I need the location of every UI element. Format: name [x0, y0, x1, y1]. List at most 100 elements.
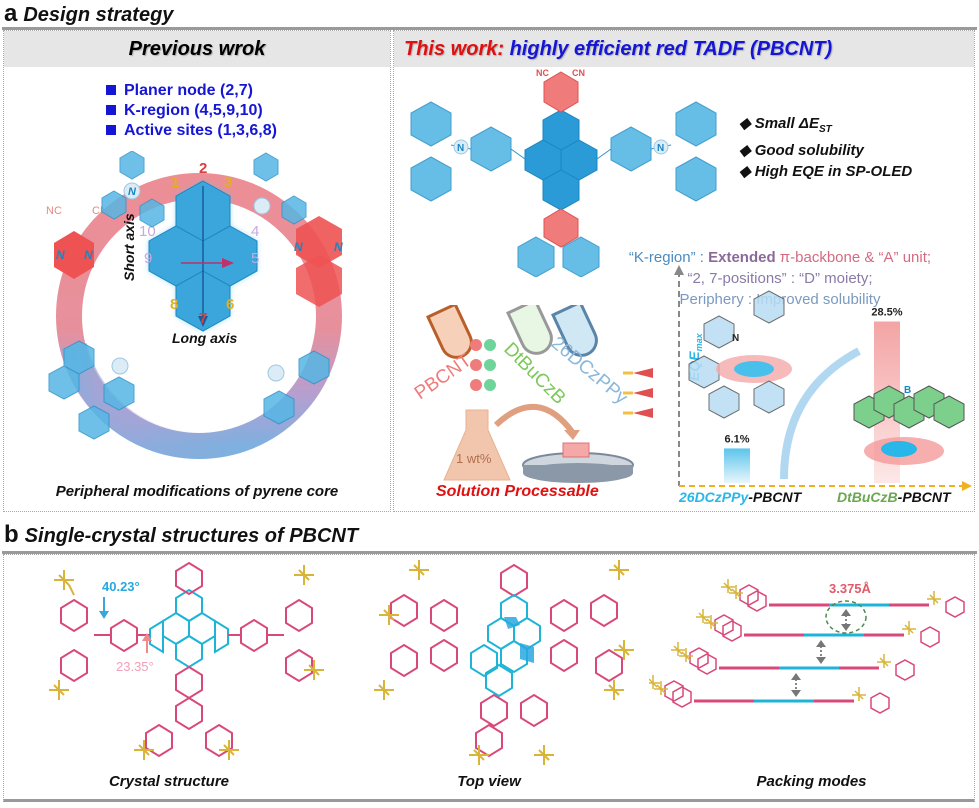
section-b-title-text: Single-crystal structures of PBCNT — [24, 525, 359, 547]
n-atom-label: N — [457, 143, 464, 154]
phenyl-ring — [562, 236, 600, 277]
phenyl-ring — [739, 584, 759, 606]
top-view-caption: Top view — [457, 773, 521, 790]
previous-work-panel: Previous wrok Planer node (2,7) K-region… — [3, 30, 391, 512]
tert-butyl-group — [877, 654, 891, 668]
list-item: Active sites (1,3,6,8) — [106, 121, 277, 141]
fused-pyrazine-group: N N — [294, 216, 343, 307]
position-5: 5 — [251, 250, 259, 267]
arrow-up-icon — [841, 609, 851, 616]
position-3: 3 — [224, 174, 232, 191]
design-line-emphasis: Extended — [708, 249, 776, 266]
host-name: 26DCzPPy — [679, 489, 749, 505]
feature-list: ◆ Small ΔEST ◆ Good solubility ◆ High EQ… — [739, 113, 912, 182]
improvement-arrow — [780, 347, 861, 480]
overlap-highlight — [520, 643, 534, 663]
test-tube-icon — [551, 305, 598, 357]
this-work-panel: This work: highly efficient red TADF (PB… — [393, 30, 975, 512]
feature-item: ◆ High EQE in SP-OLED — [739, 163, 913, 180]
arrow-down-icon — [99, 611, 109, 619]
previous-work-caption: Peripheral modifications of pyrene core — [55, 483, 339, 500]
top-view — [374, 560, 634, 765]
host-label-2: DtBuCzB-PBCNT — [837, 489, 951, 505]
host-suffix: -PBCNT — [748, 489, 802, 505]
backbone-bonds — [390, 563, 623, 758]
section-a-rule — [2, 27, 977, 30]
n-atom-label: N — [56, 248, 65, 262]
tert-butyl-group — [721, 579, 735, 593]
design-line: “2, 7-positions” : “D” moiety; — [687, 270, 873, 287]
arrow-down-icon — [816, 657, 826, 664]
spin-coater-icon — [522, 442, 634, 483]
tert-butyl-group — [704, 615, 718, 629]
n-atom-label: N — [128, 186, 137, 198]
n-atom-circle — [111, 357, 129, 375]
bullet-text: Planer node (2,7) — [124, 82, 253, 99]
n-atom-circle — [123, 182, 141, 200]
host-label-1: 26DCzPPy-PBCNT — [679, 489, 801, 505]
square-bullet-icon — [106, 85, 116, 95]
position-6: 6 — [226, 296, 234, 313]
tert-butyl-group — [649, 675, 660, 689]
section-a-title-text: Design strategy — [23, 4, 174, 26]
phenyl-ring — [870, 692, 890, 714]
tert-butyl-group — [654, 681, 668, 695]
packing-modes-caption: Packing modes — [756, 773, 867, 790]
n-atom-label: N — [84, 248, 93, 262]
b-atom-label: B — [904, 385, 911, 396]
pyrazine-ring — [543, 208, 579, 248]
section-b-letter: b — [4, 521, 19, 548]
position-8: 8 — [170, 296, 178, 313]
pyrene-core — [148, 180, 258, 332]
bullet-text: Active sites (1,3,6,8) — [124, 122, 277, 139]
tube-label-pbcnt: PBCNT — [411, 350, 476, 404]
section-b-rule — [2, 551, 977, 554]
dihedral-angle-1: 40.23° — [102, 579, 140, 594]
section-a-letter: a — [4, 0, 18, 27]
eqe-axis-subscript: max — [694, 332, 704, 351]
design-line-part: “K-region” : — [628, 249, 709, 266]
pi-stack-highlight — [825, 600, 867, 634]
pyrazine-ring — [543, 71, 579, 113]
phenyl-ring — [920, 626, 940, 648]
eqe-bar-label: 6.1% — [724, 433, 749, 445]
feature-text: High EQE in SP-OLED — [754, 163, 913, 180]
crystal-structure-view: 40.23° 23.35° — [49, 561, 324, 760]
n-atom-label: N — [294, 240, 303, 254]
pyrene-feature-list: Planer node (2,7) K-region (4,5,9,10) Ac… — [106, 81, 277, 141]
feature-item: ◆ Small ΔEST — [739, 115, 832, 135]
overlap-highlight — [504, 617, 520, 629]
phenyl-ring — [689, 647, 709, 669]
previous-work-heading-text: Previous wrok — [128, 37, 266, 60]
tert-butyl-group — [671, 642, 685, 656]
list-item: K-region (4,5,9,10) — [106, 101, 277, 121]
arrow-right-icon — [962, 481, 972, 491]
backbone-bonds — [60, 561, 313, 758]
this-work-heading: This work: highly efficient red TADF (PB… — [394, 31, 974, 67]
phenyl-ring — [714, 614, 734, 636]
arrow-down-icon — [841, 624, 851, 631]
solution-processing-graphic: PBCNT DtBuCzB 26DCzPPy 1 wt% — [411, 305, 653, 483]
test-tube-icon — [506, 305, 553, 355]
packing-modes-view: 3.375Å — [649, 579, 965, 714]
position-4: 4 — [251, 223, 259, 240]
arrow-up-icon — [816, 640, 826, 647]
ring-lower-gradient — [61, 342, 238, 459]
pi-stack-distance: 3.375Å — [829, 581, 872, 596]
nc-label: NC — [46, 205, 62, 217]
design-line-part: π-backbone & “A” unit; — [775, 249, 932, 266]
phenyl-ring — [722, 620, 742, 642]
phenyl-ring — [697, 653, 717, 675]
phenyl-ring — [470, 126, 512, 172]
feature-item: ◆ Good solubility — [739, 142, 864, 159]
list-item: Planer node (2,7) — [106, 81, 277, 101]
design-line: “K-region” : Extended π-backbone & “A” u… — [584, 247, 976, 268]
n-atom-label: N — [732, 333, 739, 344]
phenyl-ring — [664, 680, 684, 702]
previous-work-heading: Previous wrok — [4, 31, 390, 67]
square-bullet-icon — [106, 125, 116, 135]
flask-label: 1 wt% — [456, 451, 492, 466]
n-atom-circle — [267, 364, 285, 382]
n-atom-label: N — [334, 240, 343, 254]
